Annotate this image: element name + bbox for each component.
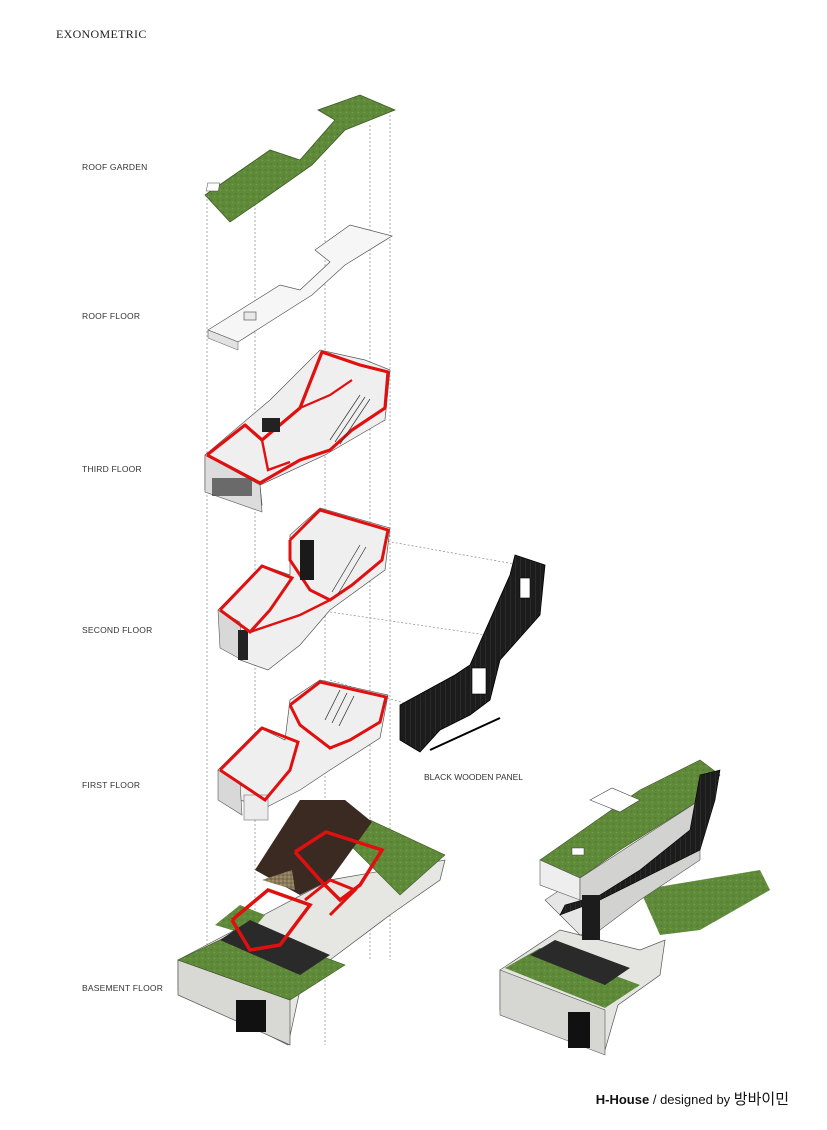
brand-name: H-House <box>595 1092 650 1107</box>
third-floor-level <box>204 349 391 513</box>
roof-floor-level <box>207 224 393 351</box>
footer-credit: H-House / designed by 방바이민 <box>596 1088 789 1109</box>
label-roof-garden: ROOF GARDEN <box>82 162 148 172</box>
designed-by-text: designed by <box>660 1092 734 1107</box>
assembled-house-view <box>499 759 770 1056</box>
label-basement-floor: BASEMENT FLOOR <box>82 983 164 993</box>
black-wooden-panel <box>399 554 546 753</box>
footer-separator: / <box>649 1092 661 1107</box>
roof-garden-level <box>204 94 397 223</box>
page-title: EXONOMETRIC <box>56 27 147 41</box>
designer-name: 방바이민 <box>733 1091 789 1108</box>
basement-floor-level <box>177 800 446 1046</box>
label-roof-floor: ROOF FLOOR <box>82 311 141 321</box>
label-third-floor: THIRD FLOOR <box>82 464 142 474</box>
second-floor-level <box>217 507 391 671</box>
label-second-floor: SECOND FLOOR <box>82 625 153 635</box>
first-floor-level <box>217 679 389 821</box>
label-black-wooden-panel: BLACK WOODEN PANEL <box>424 772 524 782</box>
label-first-floor: FIRST FLOOR <box>82 780 141 790</box>
